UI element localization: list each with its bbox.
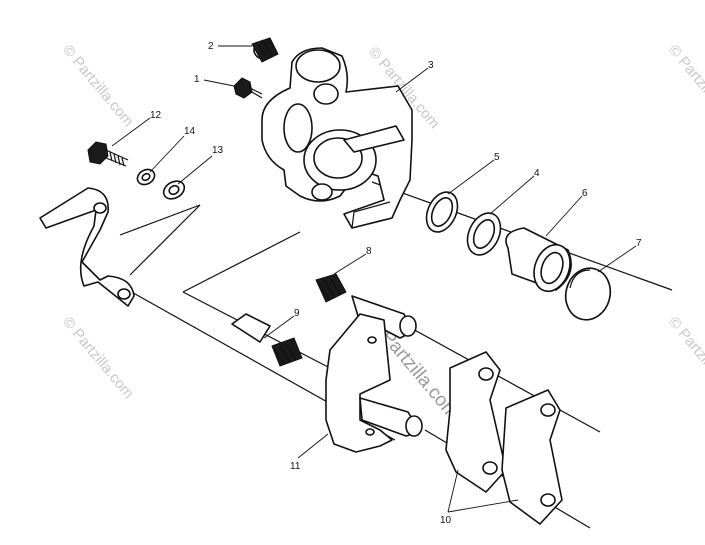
brake-pads-part-10 [445,351,563,525]
watermark-bottom-left: © Partzilla.com [59,314,137,402]
callout-leaders [111,45,637,513]
pin-part-8 [315,273,417,339]
caliper-body-part-3 [261,47,413,229]
callout-8: 8 [366,246,372,257]
callout-4: 4 [534,168,540,179]
callout-9: 9 [294,308,300,319]
callout-7: 7 [636,238,642,249]
callout-1: 1 [194,74,200,85]
watermark-top-right: © Partzilla.com [665,42,705,130]
callout-labels: 1 2 3 4 5 6 7 8 9 10 11 12 13 14 [150,41,642,526]
lockwasher-part-14 [136,168,156,186]
callout-14: 14 [184,126,196,137]
seal-part-4 [466,212,502,256]
callout-10: 10 [440,515,452,526]
dust-cap-part-7 [564,267,612,321]
plug-part-2 [251,37,279,63]
pin-part-9 [231,313,303,367]
washer-part-13 [162,180,186,200]
piston-part-6 [505,227,572,293]
callout-6: 6 [582,188,588,199]
callout-5: 5 [494,152,500,163]
seal-part-5 [425,191,459,233]
callout-2: 2 [208,41,214,52]
callout-3: 3 [428,60,434,71]
watermark-bottom-right: © Partzilla.com [665,314,705,402]
callout-11: 11 [290,461,301,472]
callout-12: 12 [150,110,162,121]
bleeder-valve-part-1 [233,77,263,99]
callout-13: 13 [212,145,224,156]
caliper-bracket-part-11 [325,313,423,453]
mounting-arm [39,187,135,307]
bolt-part-12 [87,141,129,167]
watermark-top-left: © Partzilla.com [59,42,137,130]
